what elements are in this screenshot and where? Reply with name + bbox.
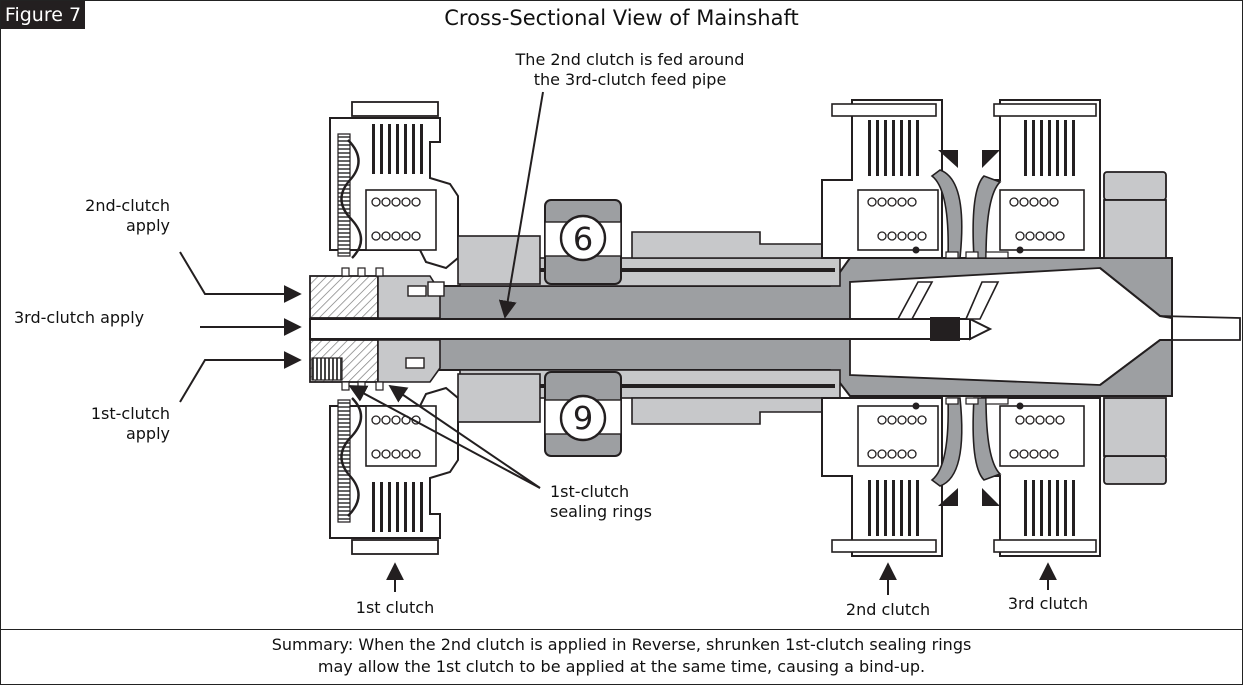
bearing-top — [544, 199, 622, 285]
label-1st-apply-line-2: apply — [125, 424, 170, 443]
figure-tag: Figure 7 — [1, 1, 85, 29]
bearing-mark-bottom: 6 — [573, 398, 593, 436]
summary-text: Summary: When the 2nd clutch is applied … — [0, 634, 1243, 678]
label-sealing-line-1: 1st-clutch — [550, 482, 630, 501]
label-2nd-apply-line-2: apply — [125, 216, 170, 235]
bearing-bottom — [544, 371, 622, 457]
label-1st-clutch-apply: 1st-clutch apply — [40, 404, 170, 444]
label-3rd-clutch-apply: 3rd-clutch apply — [14, 308, 145, 327]
label-1st-apply-line-1: 1st-clutch — [90, 404, 170, 423]
callout-line-2: the 3rd-clutch feed pipe — [533, 70, 727, 89]
spacer-parts — [457, 231, 831, 425]
callout-line-1: The 2nd clutch is fed around — [515, 50, 745, 69]
label-2nd-clutch: 2nd clutch — [845, 600, 931, 619]
label-sealing-line-2: sealing rings — [550, 502, 652, 521]
label-2nd-clutch-apply: 2nd-clutch apply — [40, 196, 170, 236]
second-third-clutch-packs — [821, 99, 1167, 557]
feed-housing — [309, 267, 445, 391]
label-3rd-clutch: 3rd clutch — [1007, 594, 1089, 613]
label-sealing-rings: 1st-clutch sealing rings — [550, 482, 652, 522]
callout-feed-pipe: The 2nd clutch is fed around the 3rd-clu… — [480, 50, 780, 90]
label-1st-clutch: 1st clutch — [355, 598, 435, 617]
feed-pipe — [309, 281, 1000, 341]
figure-title: Cross-Sectional View of Mainshaft — [444, 6, 799, 30]
first-clutch-pack — [328, 101, 460, 556]
summary-line-1: Summary: When the 2nd clutch is applied … — [271, 635, 972, 654]
label-2nd-apply-line-1: 2nd-clutch — [85, 196, 170, 215]
leader-lines — [179, 91, 1057, 595]
summary-line-2: may allow the 1st clutch to be applied a… — [317, 657, 926, 676]
summary-divider — [0, 629, 1243, 630]
bearing-mark-top: 6 — [573, 220, 593, 258]
